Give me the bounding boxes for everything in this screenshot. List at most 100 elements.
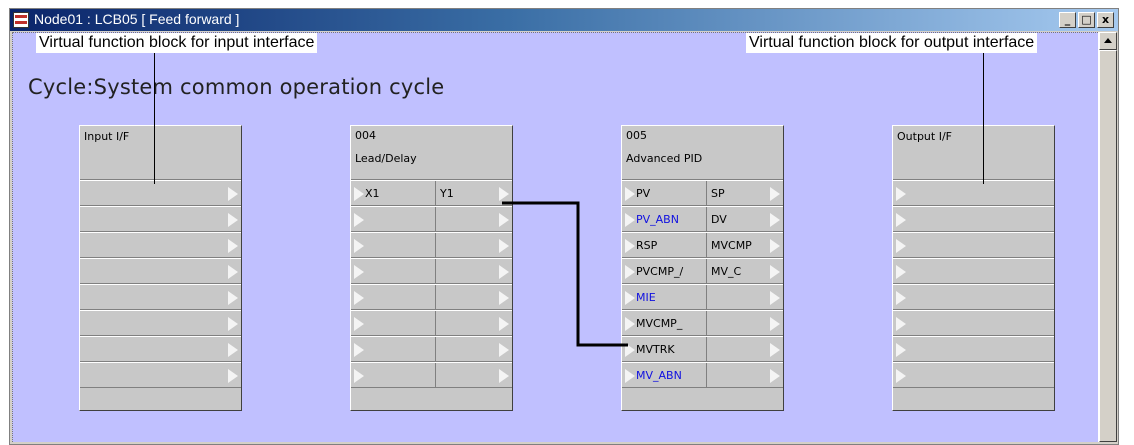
output-port-icon[interactable] xyxy=(770,265,780,279)
input-port-icon[interactable] xyxy=(354,369,364,383)
output-port-icon[interactable] xyxy=(228,265,238,279)
pin-row[interactable] xyxy=(893,206,1054,232)
input-port-icon[interactable] xyxy=(625,213,635,227)
pin-row[interactable] xyxy=(893,284,1054,310)
input-port-icon[interactable] xyxy=(896,239,906,253)
input-port-icon[interactable] xyxy=(354,265,364,279)
pin-row[interactable] xyxy=(80,336,241,362)
pin-row[interactable] xyxy=(893,362,1054,388)
output-port-icon[interactable] xyxy=(499,291,509,305)
output-port-icon[interactable] xyxy=(499,343,509,357)
output-port-icon[interactable] xyxy=(770,369,780,383)
pin-row[interactable] xyxy=(80,180,241,206)
input-port-icon[interactable] xyxy=(896,343,906,357)
output-port-icon[interactable] xyxy=(770,239,780,253)
output-port-icon[interactable] xyxy=(228,369,238,383)
input-port-icon[interactable] xyxy=(625,369,635,383)
input-port-icon[interactable] xyxy=(354,343,364,357)
pin-row[interactable] xyxy=(80,284,241,310)
input-port-icon[interactable] xyxy=(896,317,906,331)
pin-row[interactable] xyxy=(351,232,512,258)
input-port-icon[interactable] xyxy=(896,291,906,305)
pin-row[interactable] xyxy=(80,310,241,336)
pin-row[interactable] xyxy=(351,258,512,284)
output-port-icon[interactable] xyxy=(228,239,238,253)
pin-row[interactable] xyxy=(893,336,1054,362)
input-port-icon[interactable] xyxy=(354,239,364,253)
output-port-icon[interactable] xyxy=(228,291,238,305)
input-pin-label: PV xyxy=(636,187,651,200)
output-port-icon[interactable] xyxy=(228,213,238,227)
application-window: Node01 : LCB05 [ Feed forward ] _ □ x Cy… xyxy=(9,8,1119,445)
input-port-icon[interactable] xyxy=(354,291,364,305)
maximize-button[interactable]: □ xyxy=(1078,12,1095,28)
output-port-icon[interactable] xyxy=(499,187,509,201)
block-header: Input I/F xyxy=(80,126,241,180)
output-port-icon[interactable] xyxy=(499,213,509,227)
output-port-icon[interactable] xyxy=(228,343,238,357)
input-port-icon[interactable] xyxy=(625,317,635,331)
input-port-icon[interactable] xyxy=(354,187,364,201)
output-port-icon[interactable] xyxy=(228,187,238,201)
output-port-icon[interactable] xyxy=(499,239,509,253)
input-port-icon[interactable] xyxy=(354,213,364,227)
input-port-icon[interactable] xyxy=(625,265,635,279)
output-pin-label: MV_C xyxy=(711,265,742,278)
vertical-scrollbar[interactable] xyxy=(1098,32,1117,442)
pin-row[interactable] xyxy=(893,258,1054,284)
input-port-icon[interactable] xyxy=(625,343,635,357)
wire-y1-to-mvcmp[interactable] xyxy=(502,201,628,347)
output-port-icon[interactable] xyxy=(499,317,509,331)
input-port-icon[interactable] xyxy=(896,213,906,227)
pin-row[interactable] xyxy=(80,232,241,258)
pin-row[interactable]: MIE xyxy=(622,284,783,310)
input-port-icon[interactable] xyxy=(625,187,635,201)
output-port-icon[interactable] xyxy=(770,213,780,227)
pin-row[interactable] xyxy=(351,336,512,362)
pin-row[interactable] xyxy=(351,284,512,310)
pin-row[interactable] xyxy=(893,180,1054,206)
pin-row[interactable] xyxy=(351,206,512,232)
scroll-thumb[interactable] xyxy=(1099,50,1117,442)
input-port-icon[interactable] xyxy=(896,369,906,383)
pin-row[interactable] xyxy=(351,310,512,336)
input-port-icon[interactable] xyxy=(625,291,635,305)
pin-row[interactable] xyxy=(351,362,512,388)
input-port-icon[interactable] xyxy=(625,239,635,253)
input-port-icon[interactable] xyxy=(896,187,906,201)
pin-row[interactable] xyxy=(80,258,241,284)
output-port-icon[interactable] xyxy=(770,291,780,305)
output-port-icon[interactable] xyxy=(770,317,780,331)
input-port-icon[interactable] xyxy=(354,317,364,331)
pin-row[interactable] xyxy=(80,206,241,232)
output-port-icon[interactable] xyxy=(770,343,780,357)
app-icon[interactable] xyxy=(13,12,29,28)
pin-row[interactable]: MVTRK xyxy=(622,336,783,362)
output-interface-block[interactable]: Output I/F xyxy=(892,125,1055,411)
pin-row[interactable]: PVCMP_/MV_C xyxy=(622,258,783,284)
pin-row[interactable]: MV_ABN xyxy=(622,362,783,388)
pin-row[interactable] xyxy=(893,232,1054,258)
scroll-up-arrow-icon[interactable] xyxy=(1099,32,1117,50)
input-port-icon[interactable] xyxy=(896,265,906,279)
pin-row[interactable] xyxy=(80,362,241,388)
connection-wire[interactable] xyxy=(12,33,1098,443)
pin-row[interactable]: MVCMP_ xyxy=(622,310,783,336)
diagram-canvas[interactable]: Cycle:System common operation cycle Inpu… xyxy=(12,32,1098,442)
pin-row[interactable] xyxy=(893,310,1054,336)
output-port-icon[interactable] xyxy=(770,187,780,201)
output-port-icon[interactable] xyxy=(499,265,509,279)
cycle-label: Cycle:System common operation cycle xyxy=(28,75,445,99)
close-button[interactable]: x xyxy=(1097,12,1114,28)
minimize-button[interactable]: _ xyxy=(1059,12,1076,28)
output-port-icon[interactable] xyxy=(499,369,509,383)
input-interface-block[interactable]: Input I/F xyxy=(79,125,242,411)
title-bar[interactable]: Node01 : LCB05 [ Feed forward ] _ □ x xyxy=(10,9,1118,31)
output-port-icon[interactable] xyxy=(228,317,238,331)
